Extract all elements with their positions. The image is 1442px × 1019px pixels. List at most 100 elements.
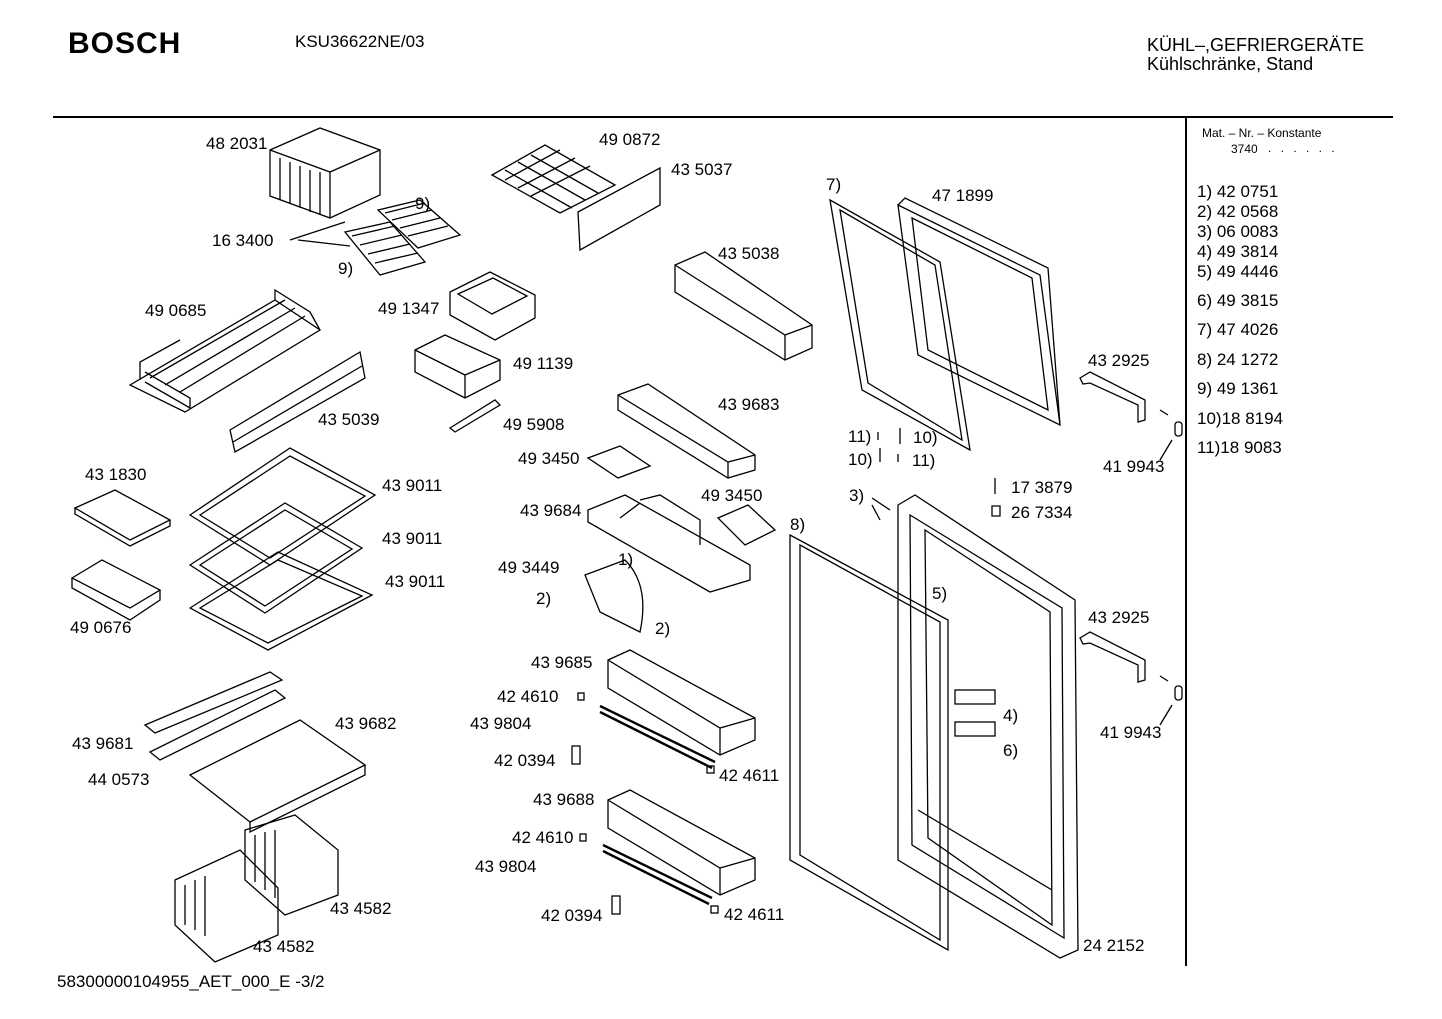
glass-plate-part: [577, 166, 661, 252]
part-ref-label: 1): [618, 550, 634, 569]
legend-item: 7) 47 4026: [1197, 320, 1279, 339]
part-ref-label: 6): [1003, 741, 1019, 760]
part-ref-label: 4): [1003, 706, 1019, 725]
part-label: 44 0573: [88, 770, 150, 789]
part-label: 43 9688: [533, 790, 595, 809]
part-label: 43 4582: [330, 899, 392, 918]
egg-drawer-part: [414, 334, 501, 399]
legend-dots: . . . . . .: [1268, 141, 1338, 155]
legend-item: 4) 49 3814: [1197, 242, 1279, 261]
part-label: 43 9011: [382, 529, 443, 548]
part-label: 43 5037: [671, 160, 733, 179]
part-label: 49 0872: [599, 130, 661, 149]
legend-item: 5) 49 4446: [1197, 262, 1279, 281]
part-label: 43 9011: [385, 572, 446, 591]
freezer-door-gasket-part: [829, 198, 971, 452]
part-label: 49 3450: [701, 486, 763, 505]
part-label: 43 9683: [718, 395, 780, 414]
part-label: 49 0685: [145, 301, 207, 320]
part-label: 49 3449: [498, 558, 560, 577]
part-ref-label: 3): [849, 486, 865, 505]
legend-item: 3) 06 0083: [1197, 222, 1279, 241]
part-label: 42 4611: [719, 766, 780, 785]
part-label: 43 9804: [470, 714, 532, 733]
part-label: 43 2925: [1088, 351, 1150, 370]
legend-item: 11)18 9083: [1197, 438, 1282, 457]
part-label: 48 2031: [206, 134, 268, 153]
ice-tray-part: [289, 199, 462, 276]
door-compartment-part: [587, 494, 751, 593]
cover-grid-part: [490, 144, 617, 214]
part-ref-label: 9): [338, 259, 354, 278]
part-label: 49 3450: [518, 449, 580, 468]
part-label: 42 4611: [724, 905, 785, 924]
flap-part: [584, 559, 644, 633]
brand-logo: BOSCH: [68, 27, 182, 60]
handle-part: [1079, 371, 1146, 423]
part-label: 43 5039: [318, 410, 380, 429]
chiller-drawer-part: [128, 288, 322, 413]
part-label: 43 9685: [531, 653, 593, 672]
part-label: 43 9682: [335, 714, 397, 733]
part-label: 49 5908: [503, 415, 565, 434]
part-label: 43 9011: [382, 476, 443, 495]
door-shelf-part: [617, 383, 756, 479]
part-label: 47 1899: [932, 186, 994, 205]
legend-item: 10)18 8194: [1197, 409, 1284, 428]
legend-divider: [1185, 118, 1187, 966]
crisper-cover-part: [143, 671, 367, 834]
part-label: 49 1139: [513, 354, 574, 373]
ice-bin-part: [449, 271, 536, 341]
glass-shelf-part: [188, 447, 377, 651]
part-label: 43 1830: [85, 465, 147, 484]
tray-part: [70, 559, 162, 621]
fridge-door-gasket-part: [789, 533, 949, 952]
part-label: 42 4610: [512, 828, 574, 847]
part-label: 43 9804: [475, 857, 537, 876]
part-ref-label: 7): [826, 175, 842, 194]
part-label: 43 9684: [520, 501, 582, 520]
part-ref-label: 5): [932, 584, 948, 603]
part-ref-label: 9): [415, 194, 431, 213]
part-ref-label: 10): [848, 450, 873, 469]
part-label: 49 0676: [70, 618, 132, 637]
egg-tray-part: [586, 445, 777, 546]
part-ref-label: 11): [912, 451, 936, 470]
part-label: 49 1347: [378, 299, 440, 318]
handle-part: [1079, 631, 1146, 683]
legend-item: 9) 49 1361: [1197, 379, 1279, 398]
legend-item: 8) 24 1272: [1197, 350, 1279, 369]
part-ref-label: 2): [536, 589, 552, 608]
legend-title: Mat. – Nr. – Konstante: [1202, 126, 1322, 140]
legend-code: 3740: [1231, 142, 1258, 156]
part-label: 17 3879: [1011, 478, 1073, 497]
part-label: 43 5038: [718, 244, 780, 263]
document-id: 58300000104955_AET_000_E -3/2: [57, 972, 325, 991]
category-subtitle: Kühlschränke, Stand: [1147, 54, 1314, 74]
part-label: 26 7334: [1011, 503, 1073, 522]
part-label: 42 0394: [494, 751, 556, 770]
part-ref-label: 11): [848, 427, 872, 446]
category-title: KÜHL–,GEFRIERGERÄTE: [1147, 35, 1365, 55]
door-shelf-part: [674, 251, 813, 361]
part-ref-label: 2): [655, 619, 671, 638]
part-label: 16 3400: [212, 231, 274, 250]
part-label: 43 4582: [253, 937, 315, 956]
part-label: 42 0394: [541, 906, 603, 925]
part-label: 41 9943: [1100, 723, 1162, 742]
part-label: 43 9681: [72, 734, 134, 753]
part-ref-label: 8): [790, 515, 806, 534]
part-label: 24 2152: [1083, 936, 1145, 955]
part-ref-label: 10): [913, 428, 938, 447]
model-number: KSU36622NE/03: [295, 32, 425, 51]
header-divider: [53, 116, 1393, 118]
freezer-door-part: [897, 197, 1061, 427]
fridge-door-part: [897, 494, 1079, 959]
legend-item: 1) 42 0751: [1197, 182, 1279, 201]
part-label: 42 4610: [497, 687, 559, 706]
legend-item: 2) 42 0568: [1197, 202, 1279, 221]
drawer-front-part: [229, 350, 366, 453]
part-label: 43 2925: [1088, 608, 1150, 627]
door-bin-part: [607, 649, 756, 756]
